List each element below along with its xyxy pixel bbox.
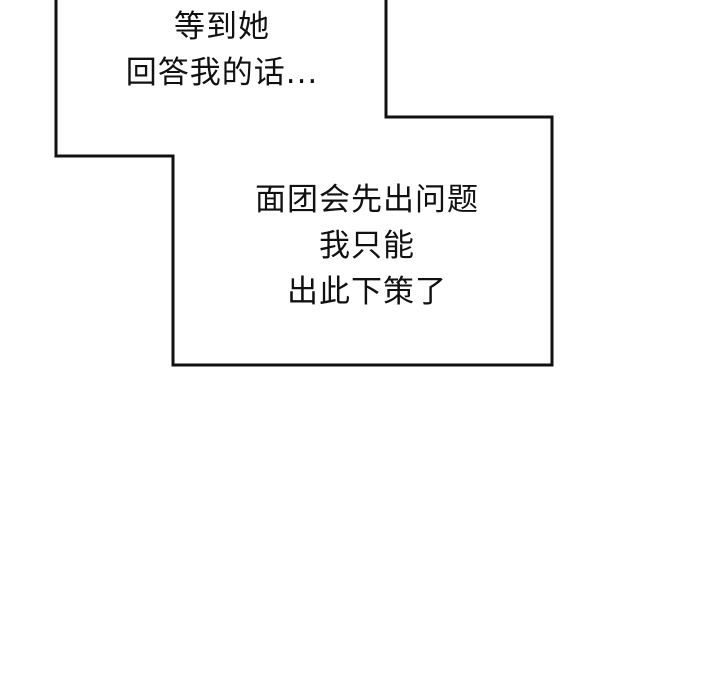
caption-top-line-2: 回答我的话...	[125, 55, 319, 91]
top-box-border	[54, 0, 554, 367]
caption-bottom-line-3: 出此下策了	[287, 274, 447, 310]
caption-top: 等到她 回答我的话...	[102, 4, 342, 96]
caption-top-line-1: 等到她	[174, 9, 270, 45]
caption-bottom: 面团会先出问题 我只能 出此下策了	[232, 177, 502, 315]
caption-bottom-line-1: 面团会先出问题	[255, 182, 479, 218]
caption-bottom-line-2: 我只能	[319, 228, 415, 264]
